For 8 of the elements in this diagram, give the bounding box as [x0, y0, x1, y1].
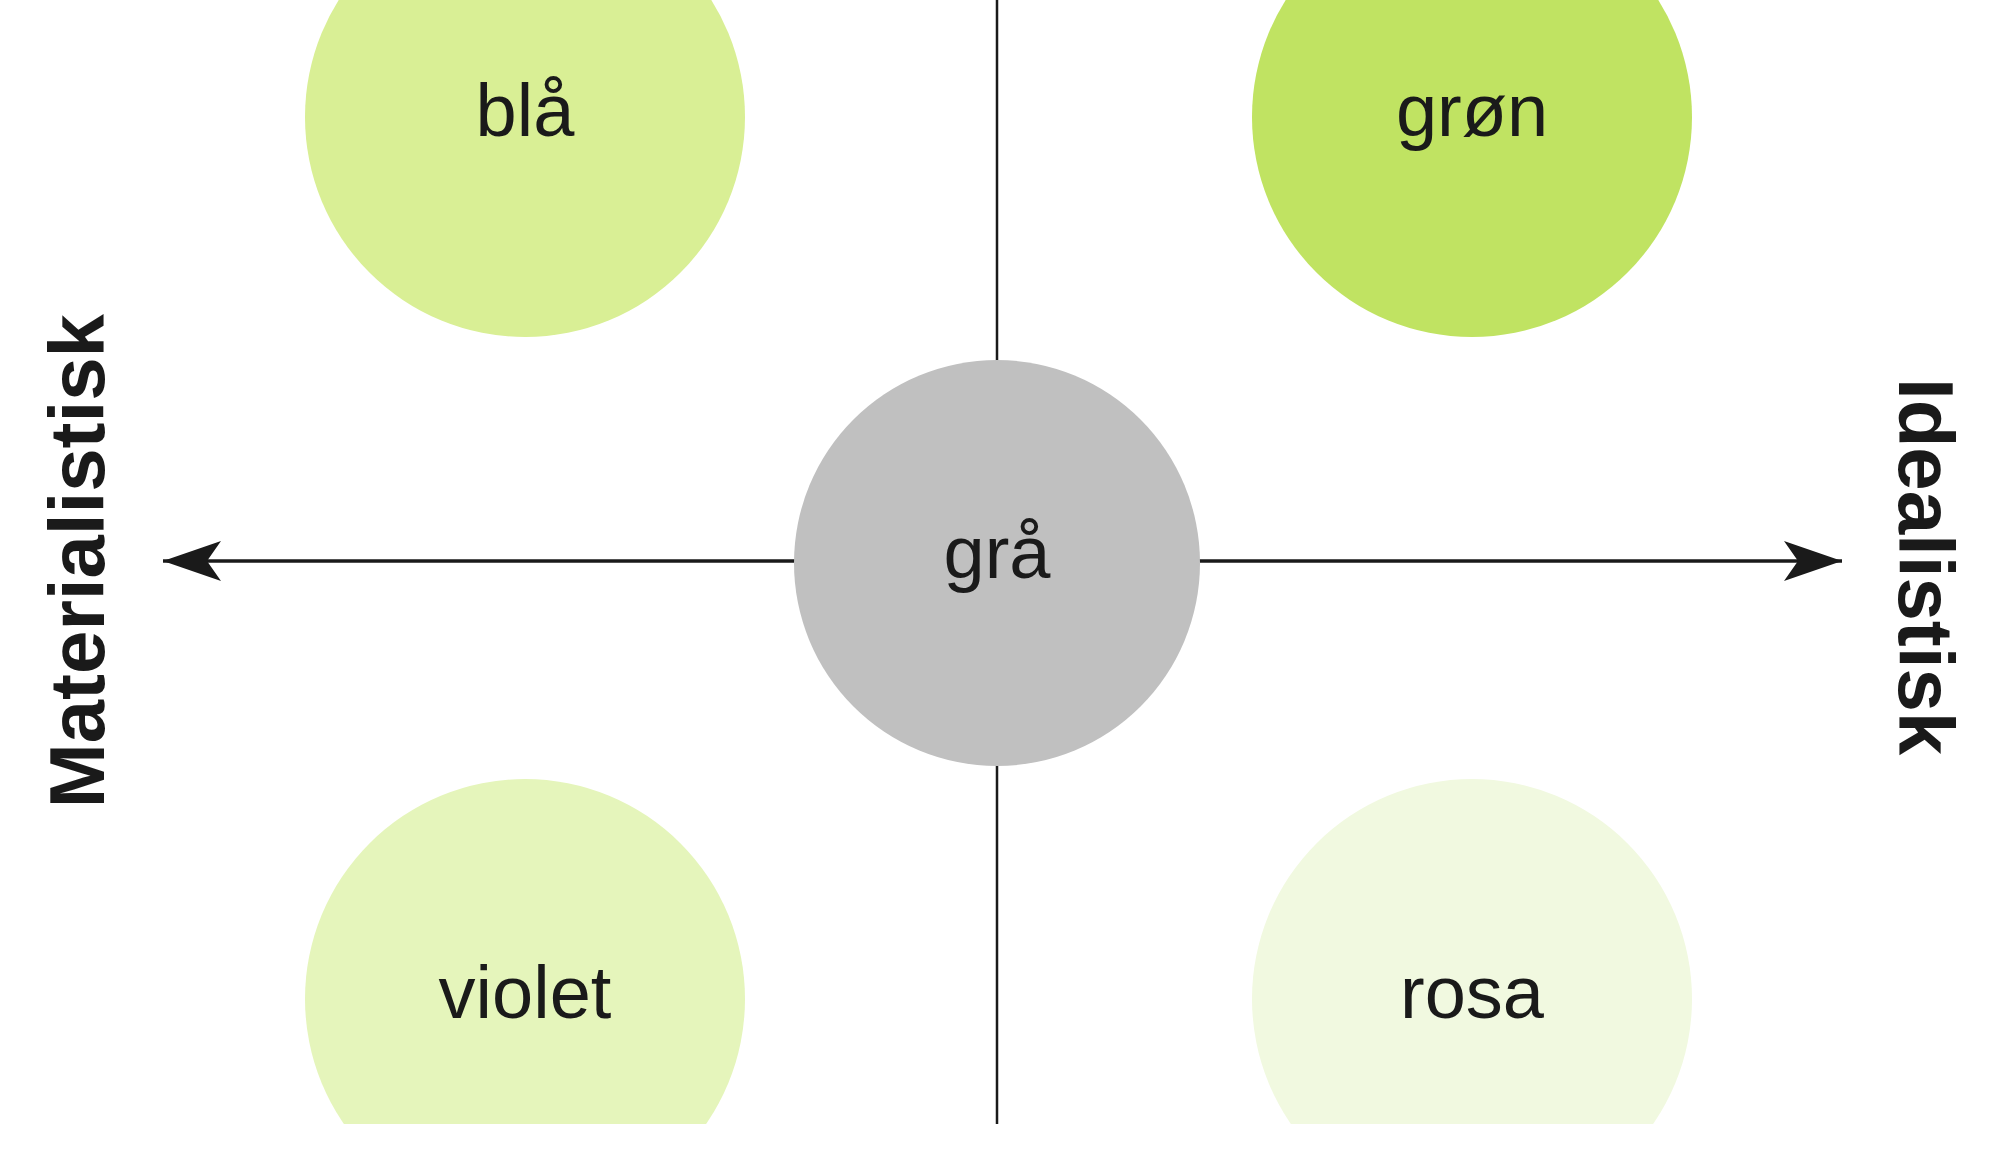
category-circle: [794, 360, 1200, 766]
axis-label: Materialistisk: [38, 313, 116, 809]
category-label: blå: [475, 70, 575, 152]
category-label: grå: [943, 512, 1051, 594]
axis-label: Idealistisk: [1887, 378, 1965, 756]
category-label: grøn: [1395, 70, 1549, 152]
category-label: violet: [438, 952, 612, 1034]
category-label: rosa: [1400, 952, 1544, 1034]
